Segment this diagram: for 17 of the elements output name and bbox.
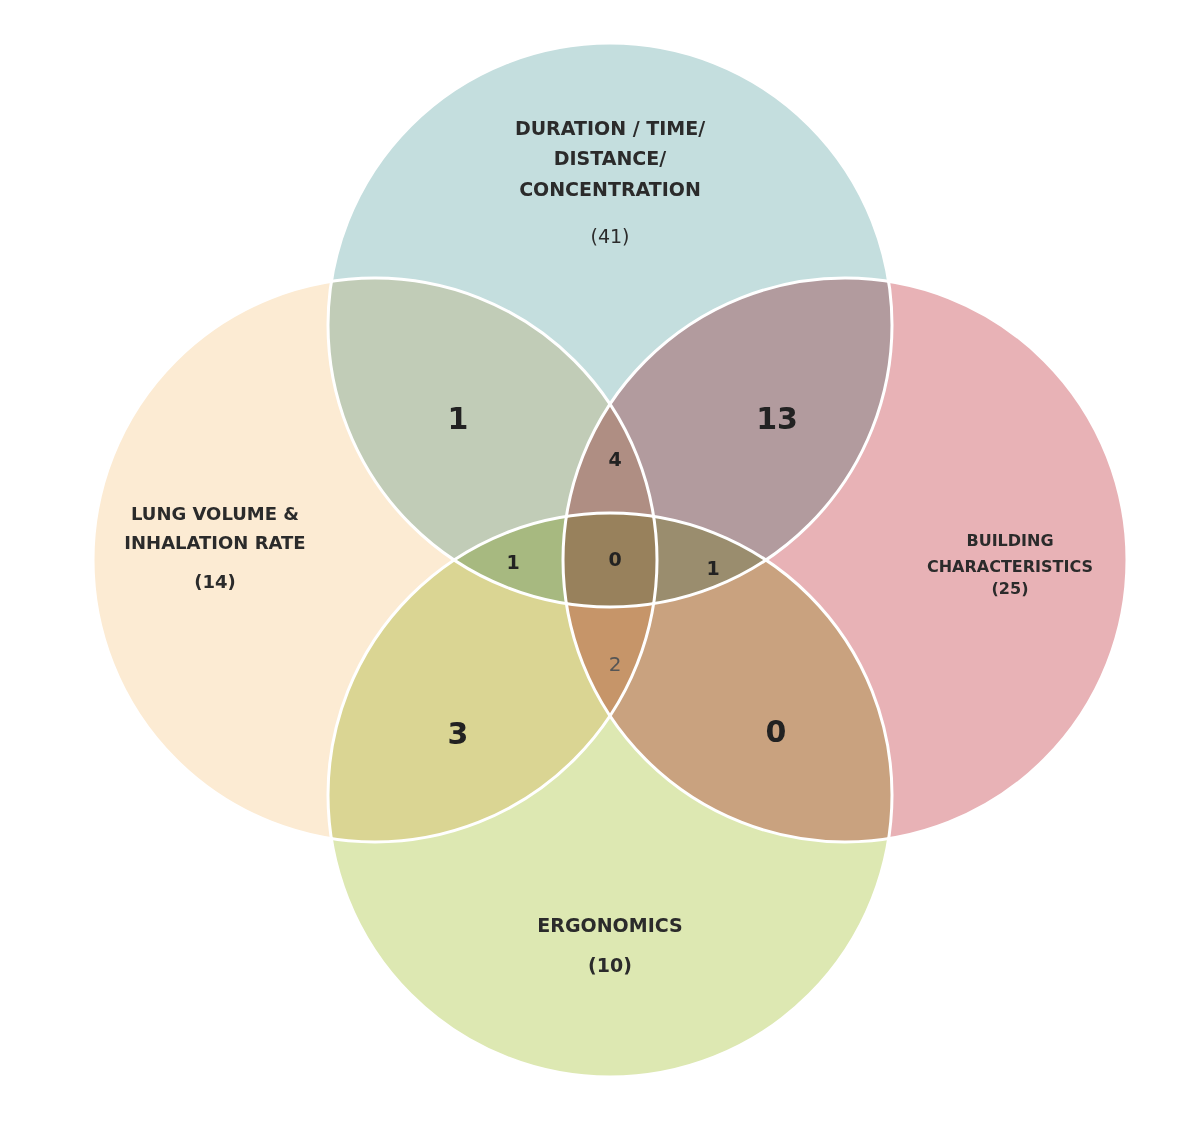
overlap-count: 0 xyxy=(608,548,622,570)
category-count: (14) xyxy=(193,570,237,594)
overlap-count: 4 xyxy=(608,448,622,470)
category-count: (10) xyxy=(587,953,633,978)
category-heading: ERGONOMICS xyxy=(536,913,684,938)
category-heading: DURATION / TIME/ DISTANCE/ CONCENTRATION xyxy=(513,116,707,202)
category-heading: BUILDING CHARACTERISTICS xyxy=(926,530,1094,578)
category-count: (41) xyxy=(589,224,631,249)
overlap-count: 1 xyxy=(447,400,469,436)
overlap-count: 1 xyxy=(706,557,720,579)
category-heading: LUNG VOLUME & INHALATION RATE xyxy=(123,502,307,555)
overlap-count: 13 xyxy=(756,400,798,436)
overlap-count: 1 xyxy=(506,551,520,573)
overlap-count: 3 xyxy=(447,715,469,751)
category-count: (25) xyxy=(990,578,1030,600)
overlap-count: 2 xyxy=(608,652,622,676)
overlap-count: 0 xyxy=(765,713,787,749)
